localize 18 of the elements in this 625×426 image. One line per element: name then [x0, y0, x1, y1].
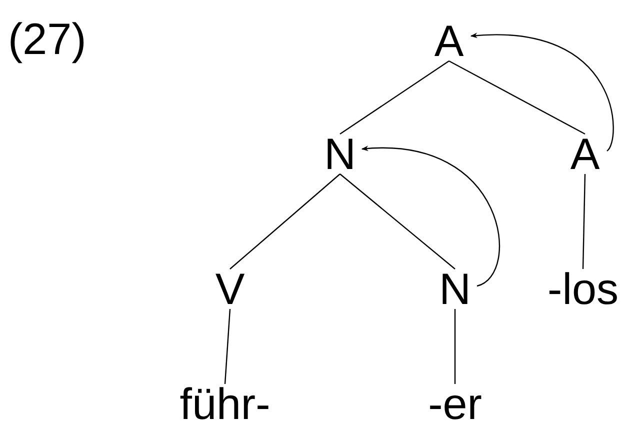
tree-node-label: N: [435, 267, 475, 313]
tree-node-label: A: [429, 19, 469, 65]
tree-branch-line: [448, 60, 586, 135]
tree-branch-line: [340, 174, 456, 270]
tree-node-label: N: [320, 132, 360, 178]
tree-node-label: V: [210, 267, 250, 313]
example-number: (27): [8, 18, 86, 62]
tree-node-label: A: [565, 132, 605, 178]
tree-branch-line: [582, 174, 586, 270]
tree-node-label: -los: [538, 267, 625, 313]
movement-arrow: [470, 33, 614, 152]
tree-branch-line: [230, 174, 340, 270]
tree-branch-line: [340, 60, 450, 134]
tree-branch-line: [224, 308, 231, 384]
tree-node-label: -er: [420, 382, 490, 426]
tree-node-label: führ-: [165, 382, 285, 426]
tree-branch-line: [454, 309, 456, 384]
movement-arrow: [361, 146, 500, 287]
